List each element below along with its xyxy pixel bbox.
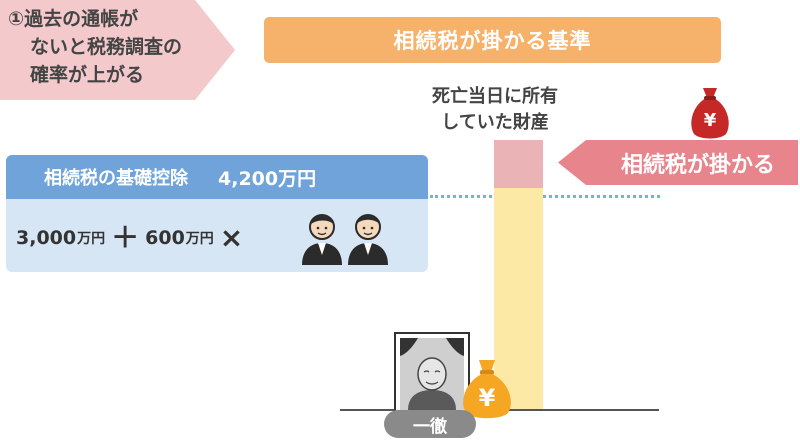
formula-per-heir-number: 600 xyxy=(145,227,185,249)
deduction-amount: 4,200万円 xyxy=(218,167,317,190)
money-bag-orange-icon: ¥ xyxy=(463,360,511,419)
step-label-line-1: ①過去の通帳が xyxy=(8,8,139,30)
heir-person-right xyxy=(348,214,388,265)
deduction-label: 相続税の基礎控除 xyxy=(44,168,188,189)
money-bag-red-icon: ¥ xyxy=(691,88,729,139)
property-caption: 死亡当日に所有 していた財産 xyxy=(400,84,590,136)
deduction-header: 相続税の基礎控除 4,200万円 xyxy=(6,155,428,199)
taxed-arrow-shape xyxy=(558,140,798,185)
formula-per-heir-unit: 万円 xyxy=(185,231,214,247)
threshold-dotted-line xyxy=(430,195,660,198)
step-label-background xyxy=(0,0,235,100)
heir-person-left xyxy=(302,214,342,265)
step-label-line-2: ないと税務調査の xyxy=(30,36,183,58)
taxed-label: 相続税が掛かる xyxy=(620,152,775,178)
formula-plus: ＋ xyxy=(111,221,140,254)
property-line-2: していた財産 xyxy=(441,112,549,133)
memorial-portrait-icon xyxy=(394,332,470,416)
formula-base-number: 3,000 xyxy=(16,227,77,249)
person-name-badge: 一徹 xyxy=(384,410,476,438)
estate-bar-below-threshold xyxy=(494,188,543,410)
formula-times: × xyxy=(219,221,244,254)
header-title: 相続税が掛かる基準 xyxy=(264,17,721,63)
estate-bar-above-threshold xyxy=(494,140,543,188)
step-label-text: ①過去の通帳が ないと税務調査の 確率が上がる xyxy=(8,5,208,89)
two-heirs-icon xyxy=(302,214,388,265)
formula-base-unit: 万円 xyxy=(77,231,106,247)
yen-symbol-red: ¥ xyxy=(704,110,717,131)
step-label-line-3: 確率が上がる xyxy=(30,64,145,86)
property-line-1: 死亡当日に所有 xyxy=(432,86,558,107)
deduction-formula: 3,000 万円 ＋ 600 万円 × xyxy=(16,218,249,258)
yen-symbol-orange: ¥ xyxy=(479,384,496,412)
